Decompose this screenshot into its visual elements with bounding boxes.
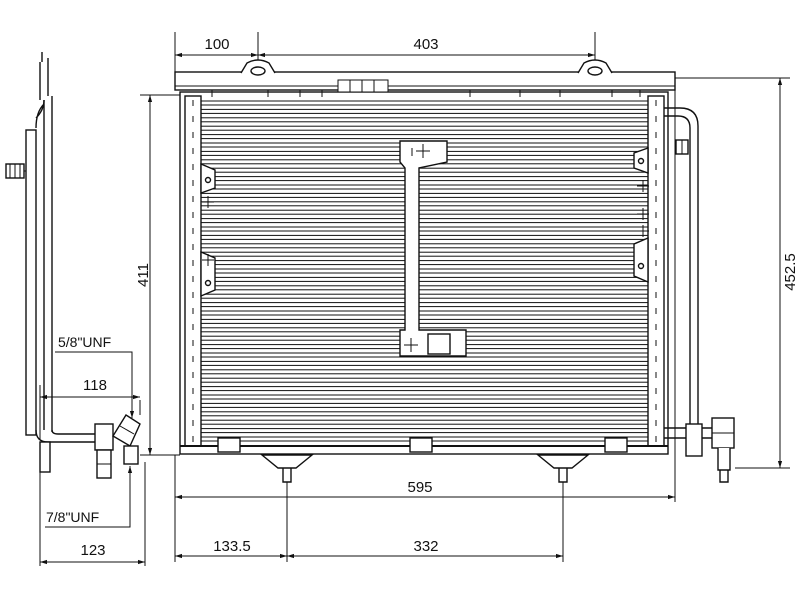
dim-text-overall-height: 452.5	[782, 253, 799, 291]
condenser-tube	[200, 167, 649, 173]
right-pipe-outer	[664, 107, 699, 428]
dim-text-mount-spacing: 403	[413, 36, 438, 53]
extension-lines	[39, 32, 790, 566]
left-bracket-upper-hole	[204, 176, 212, 184]
condenser-tube	[200, 251, 649, 257]
condenser-tube	[200, 234, 649, 240]
left-fastener-marks	[202, 196, 214, 266]
condenser-tube	[200, 226, 649, 232]
condenser-tube	[200, 386, 649, 392]
condenser-tube	[200, 176, 649, 182]
leader-lower-fitting	[45, 466, 133, 528]
right-fitting-valve	[717, 448, 731, 483]
condenser-tube	[200, 184, 649, 190]
condenser-tube	[200, 293, 649, 299]
side-top-stem	[39, 52, 49, 100]
side-pressure-switch-detail	[9, 164, 26, 178]
top-clip	[337, 79, 389, 93]
condenser-tube	[200, 100, 649, 106]
condenser-tube	[200, 428, 649, 434]
condenser-tube	[200, 411, 649, 417]
dim-text-core-height: 411	[135, 263, 152, 287]
center-support-bracket	[399, 140, 467, 357]
condenser-tube	[200, 285, 649, 291]
dim-text-overall-width: 595	[407, 479, 432, 496]
condenser-tube	[200, 394, 649, 400]
mounting-hole-left	[250, 66, 266, 76]
right-fastener-marks	[637, 180, 649, 237]
right-bracket-lower	[633, 236, 649, 284]
dim-text-side-depth: 123	[80, 542, 105, 559]
side-top-elbow	[35, 99, 45, 129]
condenser-tube	[200, 201, 649, 207]
callout-upper-fitting-thread: 5/8"UNF	[58, 334, 111, 350]
condenser-tube	[200, 377, 649, 383]
condenser-tube	[200, 209, 649, 215]
callout-lower-fitting-thread: 7/8"UNF	[46, 509, 99, 525]
condenser-tube	[200, 310, 649, 316]
top-mounting-rail	[174, 71, 676, 91]
dim-text-fitting-offset: 118	[83, 377, 107, 394]
dim-text-pin-spacing: 332	[413, 538, 438, 555]
condenser-tube	[200, 318, 649, 324]
right-bracket-lower-hole	[637, 262, 645, 270]
condenser-tube	[200, 302, 649, 308]
condenser-tube	[200, 419, 649, 425]
condenser-tube	[200, 402, 649, 408]
condenser-tube	[200, 243, 649, 249]
right-bracket-upper-hole	[637, 157, 645, 165]
top-rail-ticks	[211, 90, 641, 97]
left-bracket-lower	[200, 250, 216, 298]
bottom-tab-center	[409, 437, 433, 453]
condenser-tube	[200, 268, 649, 274]
condenser-tube	[200, 260, 649, 266]
dim-text-top-left: 100	[204, 36, 229, 53]
condenser-tube	[200, 360, 649, 366]
condenser-tube	[200, 134, 649, 140]
center-bracket-bolt-bottom	[404, 338, 418, 352]
condenser-tube	[200, 192, 649, 198]
dimension-annotations: 100 403 411 452.5 595 133.5 332 118 123 …	[39, 32, 799, 566]
side-hanger	[39, 441, 51, 473]
left-bracket-lower-hole	[204, 279, 212, 287]
right-bracket-upper	[633, 147, 649, 174]
upper-fitting-nut	[123, 445, 139, 465]
right-fitting-body	[685, 423, 703, 457]
bottom-tab-right	[604, 437, 628, 453]
center-bracket-bolt-top	[411, 144, 430, 158]
lower-fitting-body	[94, 423, 114, 451]
condenser-tube	[200, 125, 649, 131]
condenser-tube	[200, 117, 649, 123]
condenser-side-view	[5, 52, 141, 479]
condenser-tube	[200, 276, 649, 282]
upper-fitting-angled	[112, 414, 141, 447]
center-bracket-pad	[427, 333, 451, 355]
dim-text-left-to-pin: 133.5	[213, 538, 251, 555]
side-plate	[25, 129, 37, 436]
condenser-tube	[200, 218, 649, 224]
leader-upper-fitting	[55, 351, 135, 418]
left-bracket-upper	[200, 162, 216, 194]
condenser-tube	[200, 369, 649, 375]
bottom-tab-left	[217, 437, 241, 453]
side-pipe	[43, 96, 53, 432]
condenser-tube	[200, 108, 649, 114]
mounting-hole-right	[587, 66, 603, 76]
condenser-front-view	[174, 59, 735, 483]
right-pipe-inner	[664, 115, 691, 428]
